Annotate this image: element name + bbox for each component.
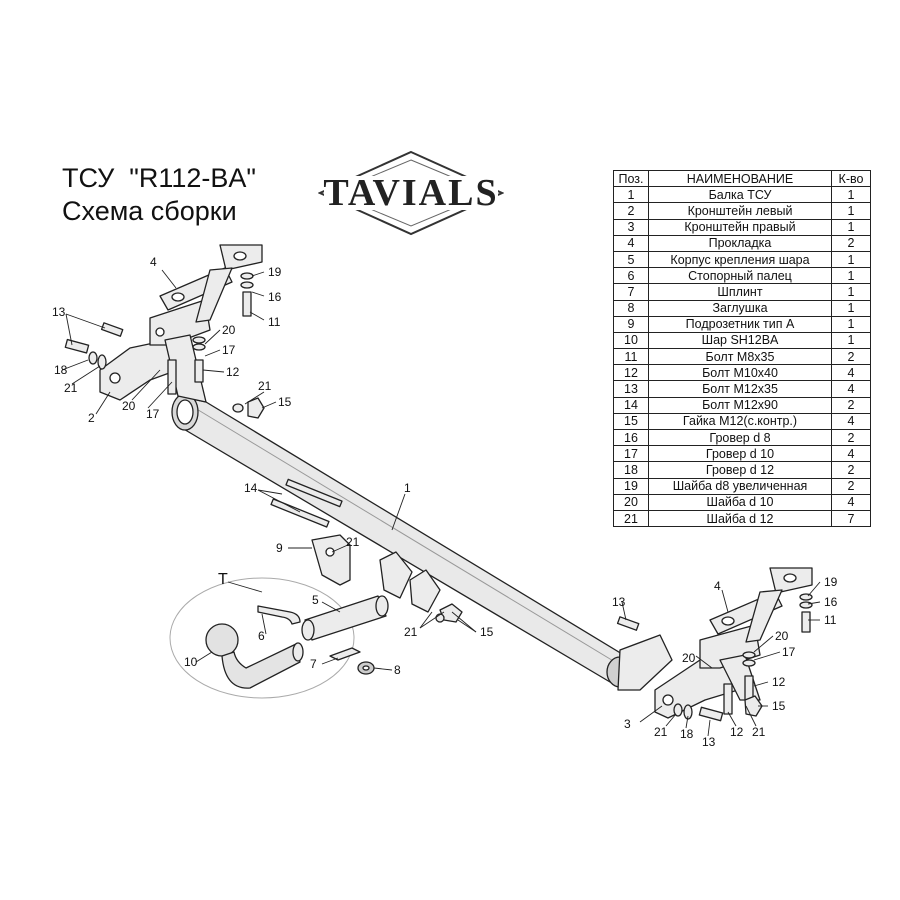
callout-20: 20 xyxy=(122,399,136,413)
callout-4: 4 xyxy=(714,579,721,593)
callout-7: 7 xyxy=(310,657,317,671)
cell-pos: 21 xyxy=(613,509,649,528)
cell-pos: 17 xyxy=(613,445,649,463)
callout-15: 15 xyxy=(278,395,292,409)
callout-4: 4 xyxy=(150,255,157,269)
right-bracket xyxy=(617,624,761,719)
cell-name: Гровер d 12 xyxy=(648,461,832,479)
callout-16: 16 xyxy=(824,595,838,609)
callout-21: 21 xyxy=(258,379,272,393)
callout-13: 13 xyxy=(612,595,626,609)
diagram-subtitle: Схема сборки xyxy=(62,196,237,226)
callout-21: 21 xyxy=(404,625,418,639)
cell-name: Подрозетник тип А xyxy=(648,315,832,333)
left-spacer-plate xyxy=(159,244,263,323)
cell-name: Шплинт xyxy=(648,283,832,301)
callout-labels: 4 19 16 11 13 20 17 12 18 21 21 15 2 20 … xyxy=(52,255,838,749)
right-fasteners xyxy=(616,593,813,722)
callout-13: 13 xyxy=(52,305,66,319)
center-bracket xyxy=(270,478,463,623)
callout-12: 12 xyxy=(730,725,744,739)
cell-qty: 1 xyxy=(831,186,871,204)
callout-20: 20 xyxy=(682,651,696,665)
callout-21: 21 xyxy=(654,725,668,739)
callout-5: 5 xyxy=(312,593,319,607)
column-header-pos: Поз. xyxy=(613,169,649,188)
callout-14: 14 xyxy=(244,481,258,495)
cell-pos: 10 xyxy=(613,331,649,350)
callout-11: 11 xyxy=(268,315,281,329)
cell-qty: 4 xyxy=(831,380,871,398)
diagram-title: ТСУ "R112-BA" xyxy=(62,163,256,193)
callout-8: 8 xyxy=(394,663,401,677)
callout-19: 19 xyxy=(268,265,282,279)
callout-21: 21 xyxy=(346,535,360,549)
callout-2: 2 xyxy=(88,411,95,425)
callout-1: 1 xyxy=(404,481,411,495)
cell-qty: 7 xyxy=(831,509,871,528)
callout-19: 19 xyxy=(824,575,838,589)
callout-6: 6 xyxy=(258,629,265,643)
callout-12: 12 xyxy=(226,365,240,379)
callout-3: 3 xyxy=(624,717,631,731)
ball-assembly xyxy=(169,577,389,699)
callout-15: 15 xyxy=(480,625,494,639)
cell-pos: 19 xyxy=(613,477,649,495)
callout-13: 13 xyxy=(702,735,716,749)
callout-16: 16 xyxy=(268,290,282,304)
callout-20: 20 xyxy=(775,629,789,643)
callout-21: 21 xyxy=(752,725,766,739)
cell-name: Гровер d 8 xyxy=(648,428,832,447)
callout-17: 17 xyxy=(146,407,160,421)
svg-text:TAVIALS: TAVIALS xyxy=(323,172,498,214)
callout-T: T xyxy=(218,571,228,588)
callout-9: 9 xyxy=(276,541,283,555)
callout-17: 17 xyxy=(782,645,796,659)
callout-20: 20 xyxy=(222,323,236,337)
left-fasteners xyxy=(64,272,265,419)
callout-10: 10 xyxy=(184,655,198,669)
cell-name: Шайба d8 увеличенная xyxy=(648,477,832,495)
tavials-logo: TAVIALS xyxy=(318,150,504,236)
cell-pos: 16 xyxy=(613,428,649,447)
table-header-row: Поз. НАИМЕНОВАНИЕ К-во xyxy=(613,169,871,188)
callout-18: 18 xyxy=(680,727,694,741)
right-spacer-plate xyxy=(709,567,813,643)
cell-name: Прокладка xyxy=(648,234,832,252)
towbar-beam xyxy=(171,393,634,688)
callout-12: 12 xyxy=(772,675,786,689)
callout-17: 17 xyxy=(222,343,236,357)
callout-11: 11 xyxy=(824,613,837,627)
callout-15: 15 xyxy=(772,699,786,713)
cell-pos: 18 xyxy=(613,461,649,479)
callout-18: 18 xyxy=(54,363,68,377)
cell-name: Гайка М12(с.контр.) xyxy=(648,412,832,431)
callout-21: 21 xyxy=(64,381,78,395)
cell-name: Шайба d 12 xyxy=(648,509,832,528)
left-bracket xyxy=(99,299,211,403)
